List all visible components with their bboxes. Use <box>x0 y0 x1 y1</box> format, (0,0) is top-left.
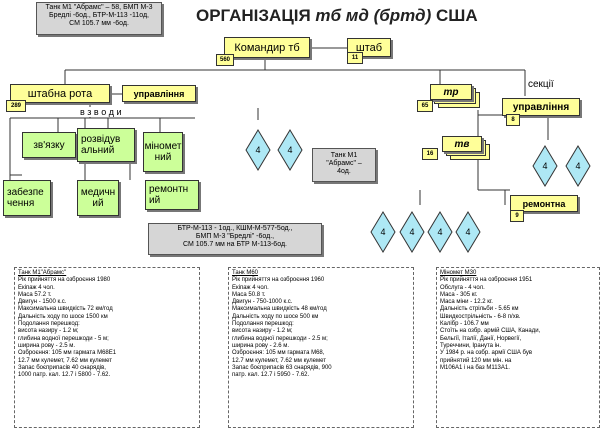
diamond-right-2-label: 4 <box>575 161 580 171</box>
spec-line: Максимальна швидкість 48 км/год <box>232 306 327 313</box>
diamond-left-2 <box>277 129 303 171</box>
spec-line: У 1984 р. на озбр. армії США був <box>440 350 533 357</box>
spec-line: Рік прийняття на озброєння 1960 <box>232 277 325 284</box>
spec-line: Маса міни - 12.2 кг. <box>440 299 493 306</box>
spec-line: Маса 50.8 т. <box>232 291 266 298</box>
spec-line: прийнятий 120 мм мін. на <box>440 357 512 364</box>
diamond-right-1 <box>532 145 558 187</box>
staff-count: 11 <box>347 52 363 64</box>
spec-line: Дальність ходу по шосе 1500 км <box>18 313 108 320</box>
spec-line: Бельгії, Італії, Данії, Норвегії, <box>440 335 522 342</box>
platoon-mortar: міномет ний <box>143 132 183 172</box>
spec-heading: Танк М60 <box>232 270 259 276</box>
company-management-count: 8 <box>506 114 520 126</box>
platoon-recon: розвідув альний <box>77 128 135 162</box>
repair-section-box: ремонтна <box>510 195 578 212</box>
commander-count: 560 <box>216 54 234 66</box>
spec-line: М106А1 і на баз М113А1. <box>440 364 510 371</box>
spec-line: Дальність ходу по шосе 500 км <box>232 313 319 320</box>
spec-line: глибина водної перешкоди - 2.5 м; <box>232 335 328 342</box>
platoon-repair: ремонтн ий <box>145 180 199 210</box>
tank-company-box: тр <box>430 84 472 100</box>
hq-company-count: 289 <box>6 100 26 112</box>
tank-count-note: Танк М1"Абрамс" –4од. <box>312 148 376 182</box>
commander-box: Командир тб <box>224 37 310 58</box>
spec-line: 12.7 мм кулемет, 7.62 мм кулемет <box>232 357 327 364</box>
spec-line: Швидкострільність - 6-8 п/хв. <box>440 313 521 320</box>
spec-line: Обслуга - 4 чол. <box>440 284 485 291</box>
staff-box: штаб <box>347 38 391 57</box>
spec-line: ширина рову - 2.6 м. <box>232 342 290 349</box>
tank-company-count: 65 <box>417 100 433 112</box>
spec-line: Двигун - 1500 к.с. <box>18 299 67 306</box>
spec-line: Рік прийняття на озброєння 1980 <box>18 277 111 284</box>
spec-line: Стоїть на озбр. армій США, Канади, <box>440 328 541 335</box>
diamond-bottom-3 <box>427 211 453 253</box>
spec-line: Озброєння: 105 мм гармата М68Е1 <box>18 350 117 357</box>
spec-line: Туреччини, Іранута ін. <box>440 342 501 349</box>
spec-line: ширина рову - 2.5 м. <box>18 342 76 349</box>
diamond-bottom-4-label: 4 <box>465 227 470 237</box>
spec-line: Подолання перешкод: <box>18 321 80 328</box>
diamond-right-1-label: 4 <box>542 161 547 171</box>
mech-company-box: тв <box>442 136 482 152</box>
spec-line: Подолання перешкод: <box>232 321 294 328</box>
company-management-box: управління <box>502 98 580 116</box>
spec-heading: Танк М1"Абрамс" <box>18 270 67 276</box>
mech-company-count: 16 <box>422 148 438 160</box>
diamond-bottom-2-label: 4 <box>409 227 414 237</box>
spec-line: Екіпаж 4 чол. <box>18 284 55 291</box>
hq-management-box: управління <box>122 85 196 102</box>
sections-label: секції <box>528 79 554 90</box>
spec-line: Двигун - 750-1000 к.с. <box>232 299 293 306</box>
spec-line: Екіпаж 4 чол. <box>232 284 269 291</box>
spec-heading: Міномет М30 <box>440 270 477 276</box>
diamond-left-2-label: 4 <box>287 145 292 155</box>
spec-abrams: Танк М1"Абрамс"Рік прийняття на озброєнн… <box>14 267 200 428</box>
spec-line: Маса 57.2 т. <box>18 291 52 298</box>
hq-company-box: штабна рота <box>10 84 110 103</box>
spec-line: Маса - 305 кг. <box>440 291 478 298</box>
diamond-bottom-3-label: 4 <box>437 227 442 237</box>
diamond-right-2 <box>565 145 591 187</box>
spec-line: 12.7 мм кулемет, 7.62 мм кулемет <box>18 357 113 364</box>
diamond-bottom-1-label: 4 <box>380 227 385 237</box>
spec-line: Запас боєприпасів 63 снарядів, 900 <box>232 364 332 371</box>
spec-line: Максимальна швидкість 72 км/год <box>18 306 113 313</box>
spec-line: Дальність стрільби - 5.65 км <box>440 306 519 313</box>
diamond-left-1 <box>245 129 271 171</box>
spec-line: Запас боєприпасів 40 снарядів, <box>18 364 106 371</box>
spec-line: Озброєння: 105 мм гармата М68, <box>232 350 325 357</box>
platoon-medical: медичн ий <box>77 180 119 216</box>
platoon-supply: забезпе чення <box>3 180 51 216</box>
repair-section-count: 9 <box>510 210 524 222</box>
diamond-bottom-1 <box>370 211 396 253</box>
platoons-label: в з в о д и <box>78 107 124 117</box>
hq-equipment-note: БТР-М-113 - 1од., КШМ-М-577-5од.,БМП М-3… <box>148 223 322 255</box>
spec-line: глибина водної перешкоди - 5 м; <box>18 335 109 342</box>
spec-line: висота назиру - 1.2 м; <box>18 328 79 335</box>
diamond-bottom-4 <box>455 211 481 253</box>
platoon-signal: зв'язку <box>22 132 76 158</box>
spec-line: Калібр - 106.7 мм <box>440 321 489 328</box>
spec-line: патр. кал. 12.7 і 5950 - 7.62. <box>232 372 310 379</box>
spec-line: висота назиру - 1.2 м; <box>232 328 293 335</box>
diamond-left-1-label: 4 <box>255 145 260 155</box>
spec-line: Рік прийняття на озброєння 1951 <box>440 277 533 284</box>
diamond-bottom-2 <box>399 211 425 253</box>
page-title: ОРГАНІЗАЦІЯ тб мд (бртд) США <box>196 6 478 25</box>
spec-line: 1000 патр. кал. 12.7 і 5800 - 7.62. <box>18 372 111 379</box>
